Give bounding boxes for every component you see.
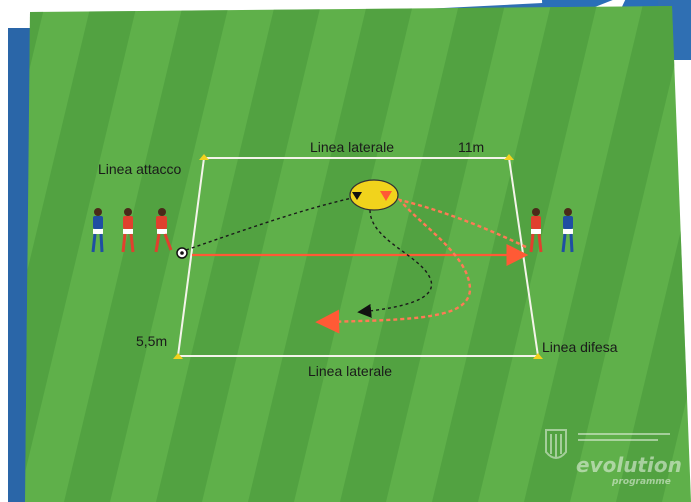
ball-icon [177,248,187,258]
label-defense-line: Linea difesa [542,339,618,355]
label-attack-line: Linea attacco [98,161,181,177]
label-length: 11m [458,139,484,155]
label-bottom-sideline: Linea laterale [308,363,392,379]
label-width: 5,5m [136,333,167,349]
referee-disc [350,180,398,210]
watermark-tagline: programme [611,477,671,487]
watermark-rule [578,433,670,435]
watermark-rule-2 [578,439,658,441]
label-top-sideline: Linea laterale [310,139,394,155]
watermark-brand: evolution [576,453,682,477]
